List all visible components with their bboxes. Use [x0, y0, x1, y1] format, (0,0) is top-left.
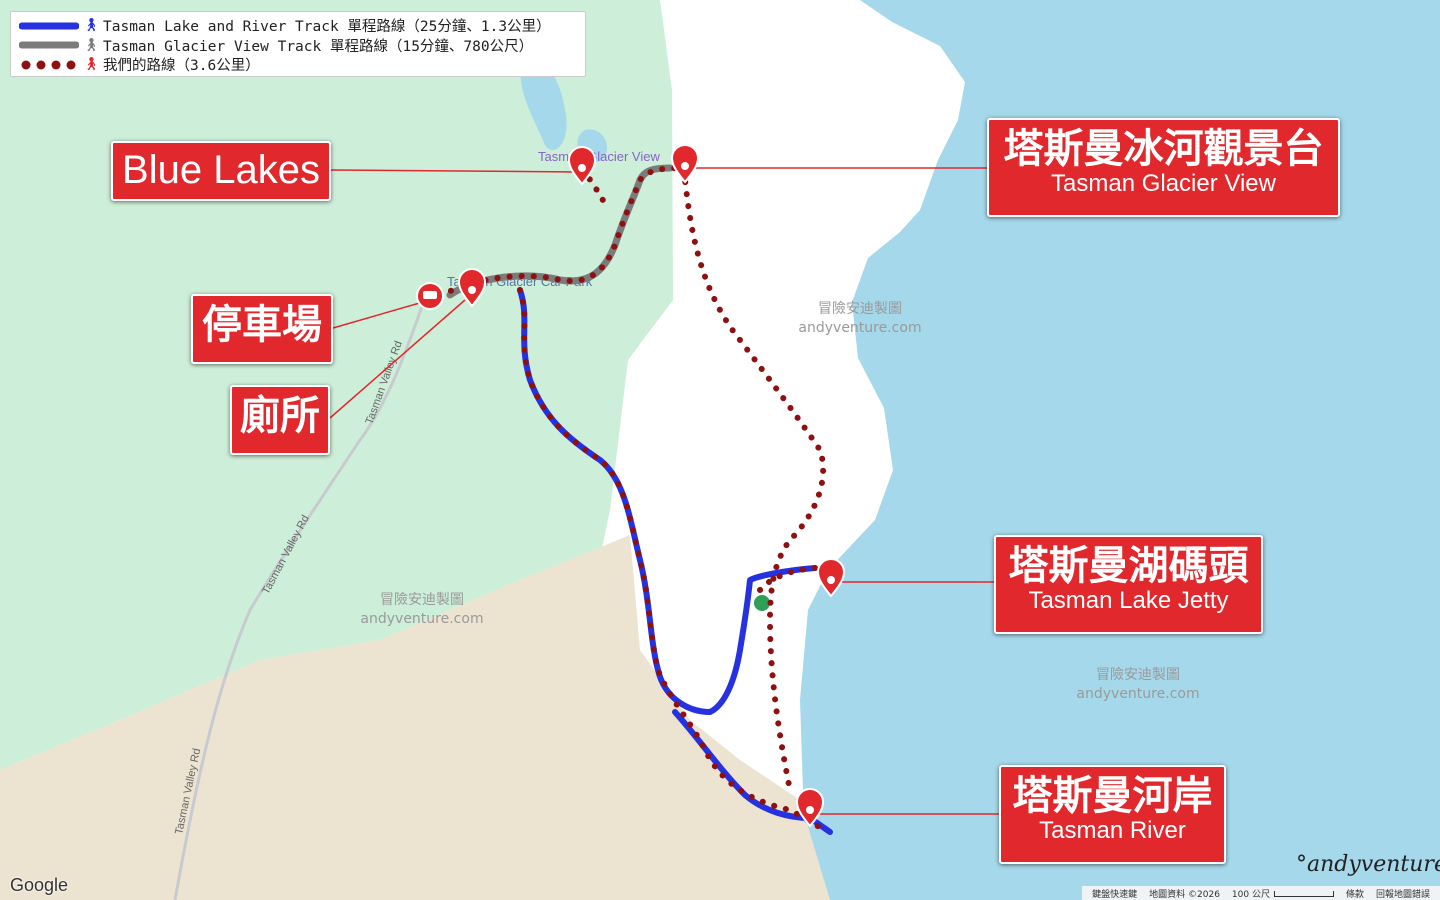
callout-subtitle: Tasman Glacier View: [1051, 170, 1276, 197]
legend-swatch-blue: [19, 22, 79, 30]
route-legend: 🚶︎ Tasman Lake and River Track 單程路線（25分鐘…: [10, 11, 586, 77]
callout-parking: 停車場: [191, 294, 333, 364]
map-data-attribution: 地圖資料 ©2026: [1149, 889, 1220, 900]
callout-title: 塔斯曼冰河觀景台: [1003, 126, 1324, 172]
legend-label: 我們的路線（3.6公里）: [103, 58, 260, 75]
toilet-poi-icon[interactable]: [754, 595, 770, 611]
hiker-icon: 🚶︎: [83, 18, 100, 34]
scale-bar-icon: [1273, 891, 1334, 897]
parking-marker[interactable]: [416, 282, 444, 310]
legend-row-our-route: 🚶︎ 我們的路線（3.6公里）: [19, 55, 577, 75]
callout-lake-jetty: 塔斯曼湖碼頭 Tasman Lake Jetty: [994, 535, 1263, 634]
moraine-area: [0, 535, 830, 900]
callout-blue-lakes: Blue Lakes: [111, 141, 331, 201]
scale-bar: 100 公尺: [1232, 887, 1334, 900]
legend-swatch-gray: [19, 41, 79, 49]
hiker-icon: 🚶︎: [83, 37, 100, 53]
toilet-connector: [329, 299, 466, 419]
map-footer-bar: 鍵盤快速鍵 地圖資料 ©2026 100 公尺 條款 回報地圖錯誤: [1082, 886, 1440, 900]
legend-label: Tasman Glacier View Track 單程路線（15分鐘、780公…: [103, 38, 534, 55]
callout-title: 停車場: [202, 302, 322, 348]
callout-title: 塔斯曼河岸: [1012, 773, 1213, 819]
callout-subtitle: Tasman River: [1039, 817, 1186, 844]
callout-subtitle: Tasman Lake Jetty: [1028, 587, 1229, 614]
terms-link[interactable]: 條款: [1345, 889, 1364, 900]
callout-title: Blue Lakes: [122, 148, 320, 192]
hiker-icon: 🚶︎: [83, 57, 100, 73]
parking-connector: [332, 299, 431, 329]
legend-row-glacier-view: 🚶︎ Tasman Glacier View Track 單程路線（15分鐘、7…: [19, 36, 577, 56]
callout-glacier-view: 塔斯曼冰河觀景台 Tasman Glacier View: [987, 118, 1340, 217]
callout-title: 廁所: [240, 393, 320, 439]
glacier-view-poi-label: Tasman Glacier View: [538, 149, 660, 164]
tasman-lake-water: [800, 0, 1440, 900]
andyventure-signature: °andyventure: [1296, 852, 1440, 877]
blue-lakes-water: [520, 53, 567, 151]
legend-label: Tasman Lake and River Track 單程路線（25分鐘、1.…: [103, 19, 551, 36]
blue-lakes-connector: [329, 169, 581, 173]
report-error-link[interactable]: 回報地圖錯誤: [1375, 889, 1430, 900]
google-logo: Google: [10, 875, 69, 895]
legend-row-lake-river: 🚶︎ Tasman Lake and River Track 單程路線（25分鐘…: [19, 16, 577, 36]
legend-swatch-dotted: [21, 60, 76, 70]
callout-title: 塔斯曼湖碼頭: [1008, 543, 1249, 589]
callout-river: 塔斯曼河岸 Tasman River: [999, 765, 1226, 864]
tasman-valley-road: [173, 297, 427, 900]
callout-toilet: 廁所: [230, 385, 330, 455]
keyboard-shortcuts-link[interactable]: 鍵盤快速鍵: [1092, 889, 1138, 900]
